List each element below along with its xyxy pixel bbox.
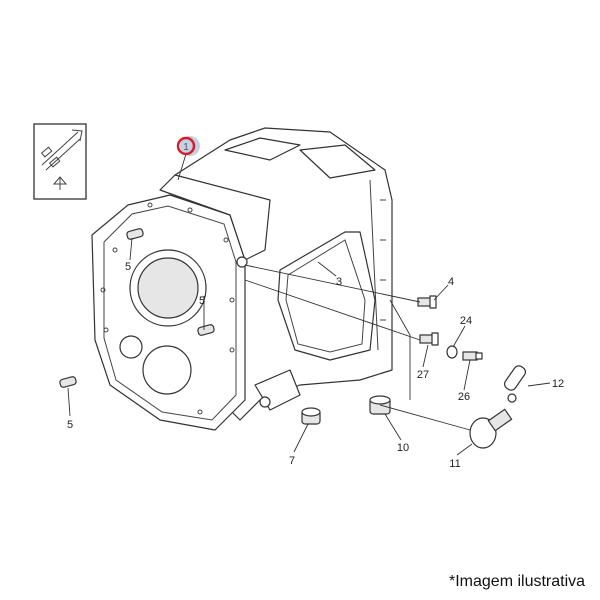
sensor-11 [469,408,513,449]
callout-11[interactable]: 11 [449,458,460,470]
callout-27[interactable]: 27 [417,369,429,381]
bolt-27 [419,332,439,346]
callout-label: 1 [183,142,189,153]
dowel-pin [126,228,144,240]
callout-5[interactable]: 5 [125,261,131,273]
plug-7 [301,407,321,425]
transmission-housing [91,127,393,431]
dowel-pin [197,324,215,336]
callout-10[interactable]: 10 [397,442,409,454]
callout-12[interactable]: 12 [552,378,564,390]
illustrative-image-caption: *Imagem ilustrativa [449,573,586,590]
callout-3[interactable]: 3 [336,276,342,288]
breather-12 [503,365,527,403]
callout-5[interactable]: 5 [199,295,205,307]
callout-5[interactable]: 5 [67,419,73,431]
bolt-4 [417,295,437,309]
callout-7[interactable]: 7 [289,455,295,467]
callout-26[interactable]: 26 [458,391,470,403]
callout-4[interactable]: 4 [448,276,454,288]
callout-1[interactable]: 1 [176,136,200,156]
plug-26 [462,351,483,361]
dowel-pin [59,376,77,388]
washer-24 [446,345,458,359]
orientation-icon [33,123,87,200]
plug-10 [369,395,391,415]
callout-24[interactable]: 24 [460,315,472,327]
